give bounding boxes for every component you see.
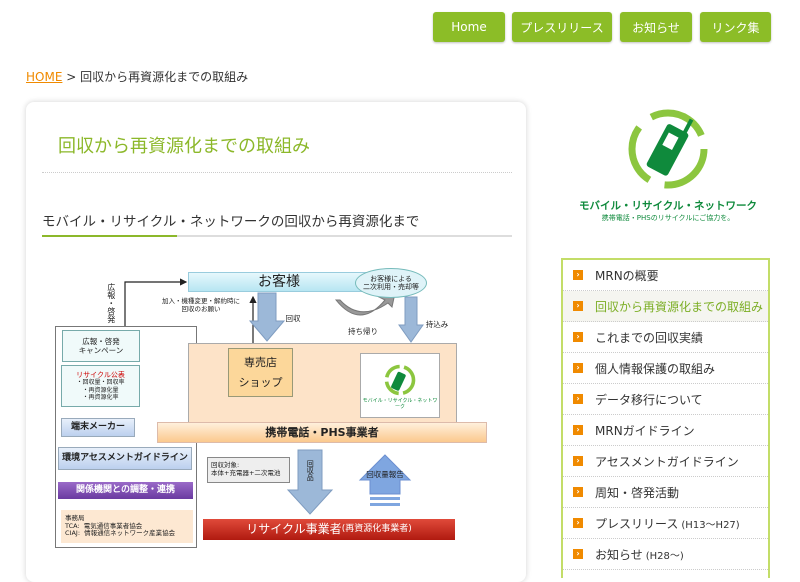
sidebar-item-collection-results[interactable]: › これまでの回収実績 (563, 322, 768, 353)
sidebar-item-label: MRNガイドライン (595, 423, 695, 438)
diagram-target: 回収対象: 本体+充電器+二次電池 (207, 457, 290, 483)
sidebar-item-label: MRNの概要 (595, 268, 659, 283)
diagram-office: 事務局 TCA: 電気通信事業者協会 CIAJ: 情報通信ネットワーク産業協会 (61, 510, 193, 543)
diagram-recycle-pub-title: リサイクル公表 (76, 371, 125, 380)
sidebar-item-press-release[interactable]: › プレスリリース(H13～H27) (563, 508, 768, 539)
arrow-right-icon: › (573, 549, 583, 559)
recycle-phone-icon (384, 364, 416, 395)
sidebar-item-awareness[interactable]: › 周知・啓発活動 (563, 477, 768, 508)
arrow-right-icon: › (573, 394, 583, 404)
arrow-right-icon: › (573, 332, 583, 342)
sidebar-item-label: 個人情報保護の取組み (595, 361, 716, 376)
sidebar-item-label: 回収から再資源化までの取組み (595, 299, 764, 314)
sidebar-item-label: プレスリリース (595, 516, 679, 531)
diagram-recycle-items: ・回収量・回収率 ・再資源化量 ・再資源化率 (76, 379, 125, 401)
nav-home[interactable]: Home (433, 12, 505, 42)
arrow-right-icon: › (573, 270, 583, 280)
sidebar-item-note: (H13～H27) (681, 519, 740, 531)
sidebar-item-mrn-guideline[interactable]: › MRNガイドライン (563, 415, 768, 446)
recycle-phone-logo-icon (628, 109, 708, 189)
diagram-secondary-use: お客様による 二次利用・売却等 (355, 268, 427, 298)
sidebar-item-privacy[interactable]: › 個人情報保護の取組み (563, 353, 768, 384)
sidebar-item-news[interactable]: › お知らせ(H28～) (563, 539, 768, 570)
diagram-campaign-text: キャンペーン (78, 346, 124, 355)
diagram-take-home: 持ち帰り (348, 326, 378, 336)
logo-tagline: 携帯電話・PHSのリサイクルにご協力を。 (601, 214, 735, 222)
diagram-campaign-title: 広報・啓発 (82, 337, 120, 346)
diagram-logo-text: モバイル・リサイクル・ネットワーク (362, 397, 438, 410)
arrow-right-icon: › (573, 487, 583, 497)
nav-news[interactable]: お知らせ (620, 12, 692, 42)
sidebar-item-note: (H28～) (645, 550, 684, 562)
diagram-coordination: 関係機関との調整・連携 (58, 482, 193, 499)
sidebar-item-label: これまでの回収実績 (595, 330, 704, 345)
arrow-right-icon: › (573, 301, 583, 311)
divider (42, 172, 512, 173)
breadcrumb-home-link[interactable]: HOME (26, 70, 63, 84)
sidebar-item-recycling-process[interactable]: › 回収から再資源化までの取組み (563, 291, 768, 322)
diagram-shop: 専売店 ショップ (228, 348, 293, 397)
breadcrumb-separator: > (66, 70, 77, 84)
diagram-recycler: リサイクル事業者 (再資源化事業者) (203, 519, 455, 540)
diagram-carrier: 携帯電話・PHS事業者 (157, 422, 487, 443)
diagram-mrn-logo: モバイル・リサイクル・ネットワーク (360, 353, 440, 418)
diagram-customer: お客様 (188, 272, 370, 292)
arrow-right-icon: › (573, 363, 583, 373)
arrow-right-icon: › (573, 518, 583, 528)
sidebar-item-mrn-overview[interactable]: › MRNの概要 (563, 260, 768, 291)
sidebar-menu: › MRNの概要 › 回収から再資源化までの取組み › これまでの回収実績 › 個人情報… (561, 258, 770, 578)
section-underline (42, 235, 512, 237)
sidebar-item-label: アセスメントガイドライン (595, 454, 739, 469)
diagram-assessment: 環境アセスメントガイドライン (58, 447, 192, 470)
diagram-shop-2: ショップ (238, 375, 283, 389)
diagram-report: 回収量報告 (366, 469, 404, 479)
sidebar-item-data-migration[interactable]: › データ移行について (563, 384, 768, 415)
breadcrumb-current: 回収から再資源化までの取組み (80, 70, 249, 84)
diagram-request: 加入・機種変更・解約時に 回収のお願い (162, 297, 240, 313)
diagram-campaign: 広報・啓発 キャンペーン (62, 330, 140, 362)
diagram-recycle-pub: リサイクル公表 ・回収量・回収率 ・再資源化量 ・再資源化率 (61, 365, 140, 407)
sidebar-item-label: お知らせ (595, 547, 643, 562)
sidebar-item-assessment-guideline[interactable]: › アセスメントガイドライン (563, 446, 768, 477)
arrow-right-icon: › (573, 456, 583, 466)
diagram-collect: 回収 (285, 313, 301, 323)
mrn-logo[interactable]: モバイル・リサイクル・ネットワーク 携帯電話・PHSのリサイクルにご協力を。 (578, 104, 758, 234)
diagram-bring-in: 持込み (425, 319, 449, 329)
diagram-recycler-name: リサイクル事業者 (246, 522, 342, 537)
diagram-collected: 回収品 (306, 459, 315, 481)
diagram-maker: 端末メーカー (61, 418, 135, 437)
section-heading: モバイル・リサイクル・ネットワークの回収から再資源化まで (42, 214, 420, 230)
sidebar-item-label: 周知・啓発活動 (595, 485, 680, 500)
breadcrumb: HOME > 回収から再資源化までの取組み (26, 68, 248, 85)
nav-links[interactable]: リンク集 (700, 12, 771, 42)
diagram-pr-label: 広報・啓発 (106, 283, 116, 323)
diagram-shop-1: 専売店 (244, 356, 277, 370)
sidebar-item-label: データ移行について (595, 392, 703, 407)
arrow-right-icon: › (573, 425, 583, 435)
page-title: 回収から再資源化までの取組み (58, 136, 310, 157)
diagram-recycler-sub: (再資源化事業者) (341, 524, 412, 535)
nav-press-release[interactable]: プレスリリース (512, 12, 612, 42)
logo-name: モバイル・リサイクル・ネットワーク (579, 200, 757, 212)
